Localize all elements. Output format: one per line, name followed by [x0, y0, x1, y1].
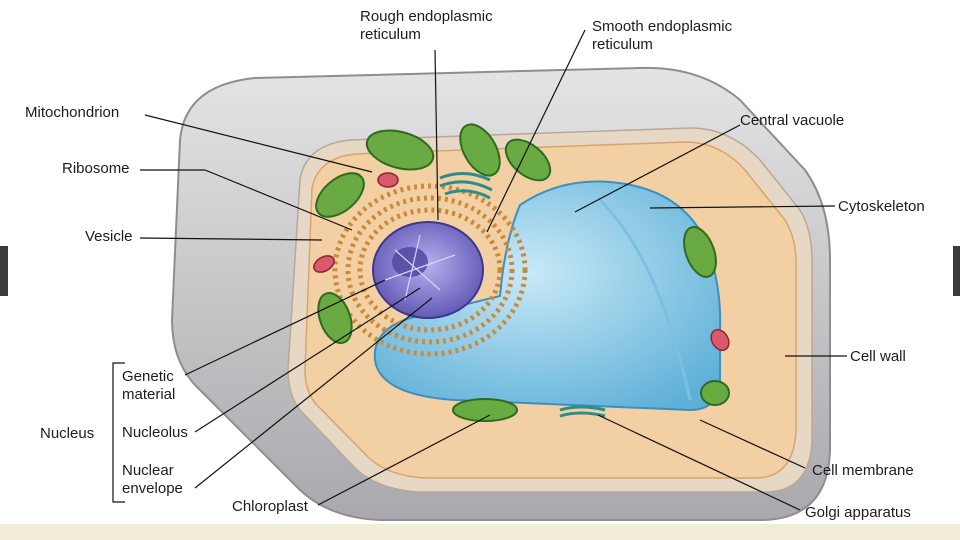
label-smooth-er: Smooth endoplasmic reticulum: [592, 18, 733, 53]
label-nucleus: Nucleus: [40, 425, 95, 442]
label-golgi-apparatus: Golgi apparatus: [805, 504, 911, 521]
label-cell-wall: Cell wall: [850, 348, 906, 365]
leader-lines: [139, 29, 847, 511]
golgi-shapes: [439, 172, 606, 418]
label-vesicle: Vesicle: [85, 228, 133, 245]
label-genetic-material: Genetic material: [122, 368, 176, 403]
label-nucleolus: Nucleolus: [122, 424, 188, 441]
bottom-edge-band: [0, 524, 960, 540]
left-edge-band: [0, 246, 8, 296]
rough-er-shape: [332, 183, 528, 357]
chloroplasts: [315, 123, 730, 422]
label-cytoskeleton: Cytoskeleton: [838, 198, 925, 215]
label-chloroplast: Chloroplast: [232, 498, 308, 515]
nucleus-bracket: [112, 362, 125, 503]
genetic-material-strands: [384, 234, 456, 301]
label-rough-er: Rough endoplasmic reticulum: [360, 8, 493, 43]
label-cell-membrane: Cell membrane: [812, 462, 914, 479]
mitochondria: [313, 172, 730, 352]
nucleus-shape: [372, 221, 484, 319]
right-edge-band: [953, 246, 960, 296]
label-ribosome: Ribosome: [62, 160, 130, 177]
label-central-vacuole: Central vacuole: [740, 112, 845, 129]
label-nuclear-envelope: Nuclear envelope: [122, 462, 183, 497]
vacuole-fold: [598, 198, 692, 401]
nucleolus-shape: [392, 247, 428, 277]
label-mitochondrion: Mitochondrion: [25, 104, 120, 121]
